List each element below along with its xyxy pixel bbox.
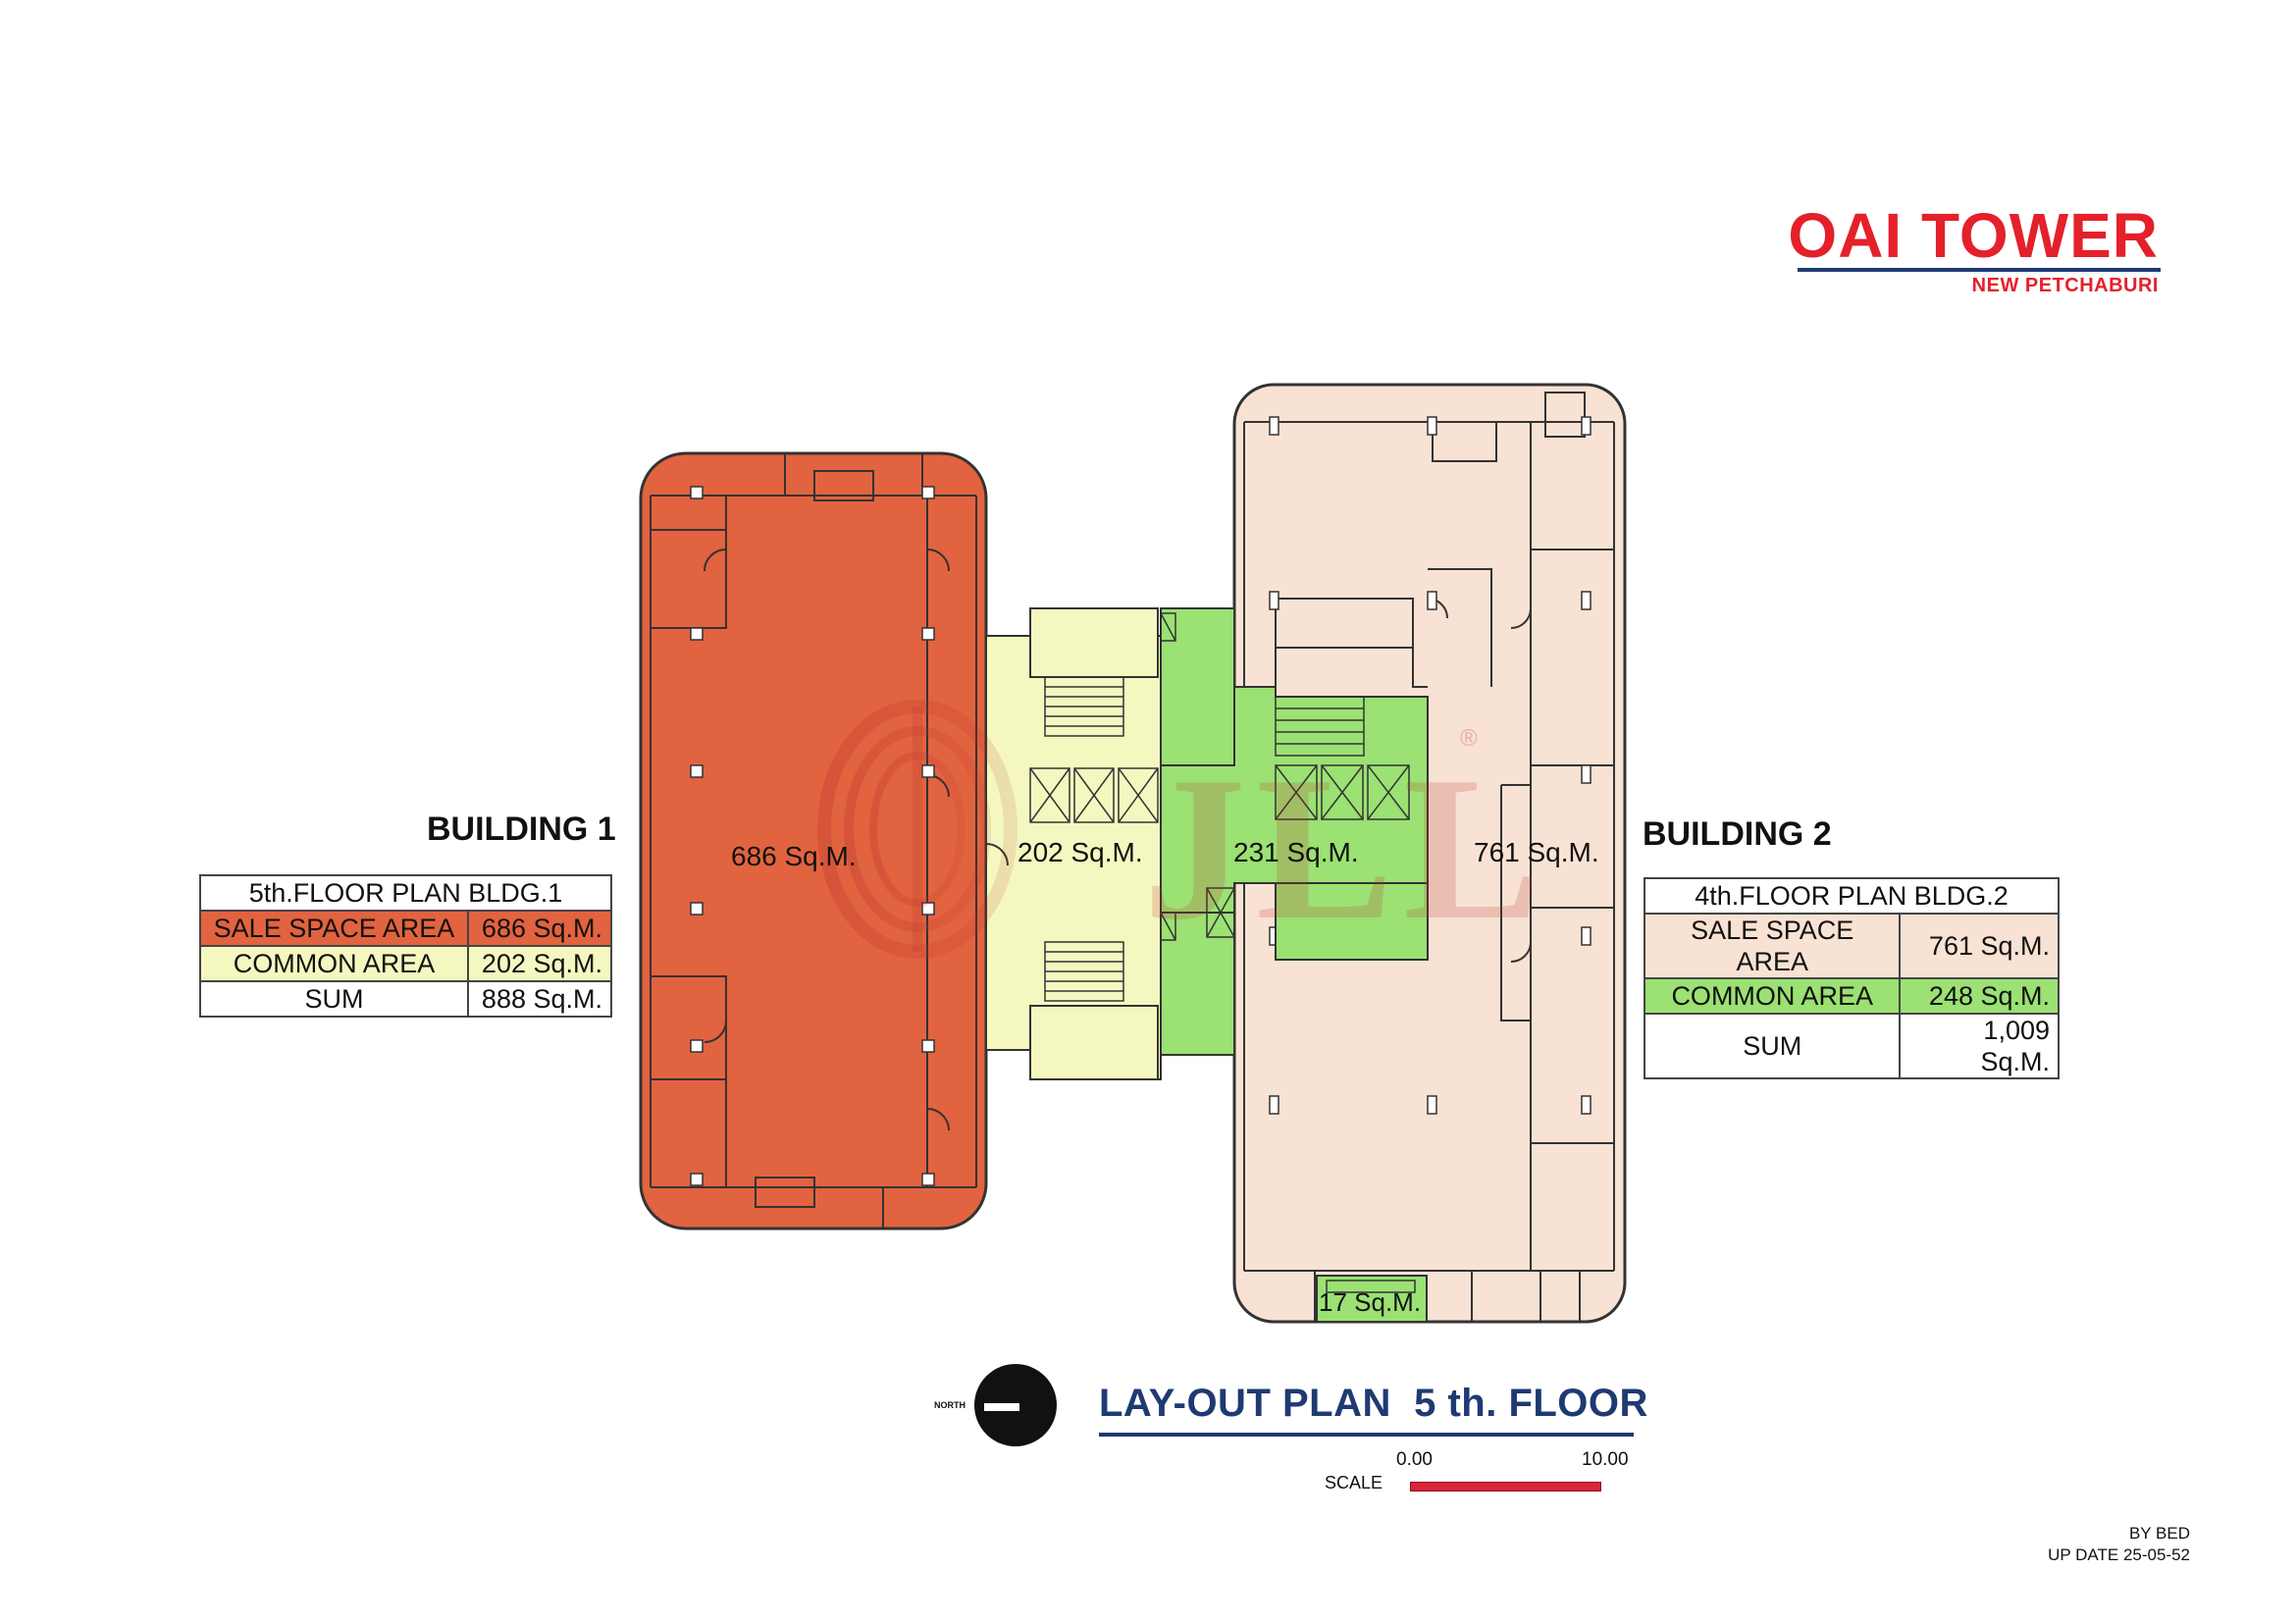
table-row: SUM 888 Sq.M. bbox=[199, 980, 613, 1018]
update-date: UP DATE 25-05-52 bbox=[2048, 1545, 2190, 1564]
row-label: SUM bbox=[1643, 1013, 1902, 1079]
drawn-by: BY BED bbox=[2128, 1524, 2190, 1543]
row-value: 686 Sq.M. bbox=[466, 910, 613, 947]
layout-title-underline bbox=[1099, 1433, 1634, 1437]
row-label: COMMON AREA bbox=[1643, 977, 1902, 1015]
building1-sale-zone bbox=[639, 451, 988, 1230]
zone-label-b2-sale: 761 Sq.M. bbox=[1474, 837, 1599, 867]
building2-sale-zone bbox=[1232, 383, 1627, 1324]
table-row: SALE SPACE AREA 686 Sq.M. bbox=[199, 910, 613, 947]
scale-max: 10.00 bbox=[1582, 1449, 1629, 1470]
jll-watermark bbox=[817, 700, 1018, 959]
north-compass bbox=[974, 1364, 1057, 1446]
jll-watermark-registered: ® bbox=[1460, 725, 1478, 752]
brand-underline bbox=[1798, 268, 2161, 272]
north-label: NORTH bbox=[934, 1400, 965, 1410]
zone-label-b1-common: 202 Sq.M. bbox=[1018, 837, 1143, 867]
table-row: COMMON AREA 202 Sq.M. bbox=[199, 945, 613, 982]
table-row: SALE SPACE AREA 761 Sq.M. bbox=[1643, 913, 2060, 979]
building2-table-header: 4th.FLOOR PLAN BLDG.2 bbox=[1644, 877, 2060, 915]
building1-table-header: 5th.FLOOR PLAN BLDG.1 bbox=[199, 874, 612, 912]
table-row: COMMON AREA 248 Sq.M. bbox=[1643, 977, 2060, 1015]
table-row: SUM 1,009 Sq.M. bbox=[1643, 1013, 2060, 1079]
zone-label-b2-small: 17 Sq.M. bbox=[1319, 1287, 1422, 1317]
row-label: SALE SPACE AREA bbox=[1643, 913, 1902, 979]
row-value: 1,009 Sq.M. bbox=[1899, 1013, 2060, 1079]
row-value: 248 Sq.M. bbox=[1899, 977, 2060, 1015]
scale-bar bbox=[1410, 1482, 1601, 1492]
row-label: SUM bbox=[199, 980, 469, 1018]
brand-subtitle: NEW PETCHABURI bbox=[1971, 275, 2159, 296]
building2-area-table: 4th.FLOOR PLAN BLDG.2 SALE SPACE AREA 76… bbox=[1643, 877, 2060, 1079]
zone-label-b2-common: 231 Sq.M. bbox=[1233, 837, 1359, 867]
row-label: COMMON AREA bbox=[199, 945, 469, 982]
jll-watermark-text: JLL bbox=[1143, 735, 1550, 963]
row-value: 202 Sq.M. bbox=[466, 945, 613, 982]
row-label: SALE SPACE AREA bbox=[199, 910, 469, 947]
row-value: 761 Sq.M. bbox=[1899, 913, 2060, 979]
scale-min: 0.00 bbox=[1396, 1449, 1433, 1470]
layout-plan-title: LAY-OUT PLAN 5 th. FLOOR bbox=[1099, 1382, 1648, 1425]
building1-common-zone bbox=[985, 607, 1162, 1080]
building1-area-table: 5th.FLOOR PLAN BLDG.1 SALE SPACE AREA 68… bbox=[199, 874, 613, 1018]
scale-label: SCALE bbox=[1325, 1473, 1383, 1492]
building2-common-zone bbox=[1160, 607, 1429, 1323]
building1-title: BUILDING 1 bbox=[427, 811, 616, 848]
brand-title: OAI TOWER bbox=[1788, 200, 2159, 271]
row-value: 888 Sq.M. bbox=[466, 980, 613, 1018]
building2-title: BUILDING 2 bbox=[1643, 815, 1832, 853]
zone-label-b1-sale: 686 Sq.M. bbox=[731, 841, 857, 871]
